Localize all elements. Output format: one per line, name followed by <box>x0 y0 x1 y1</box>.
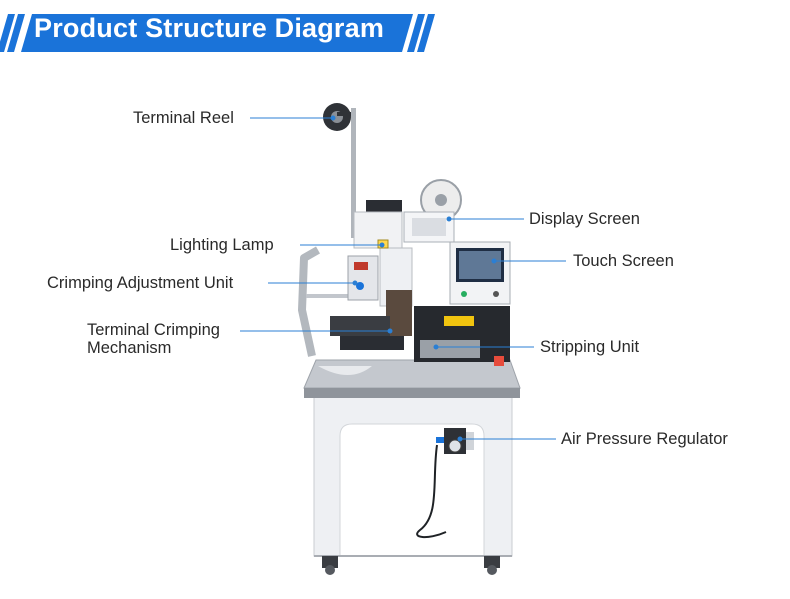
label-air-pressure-regulator: Air Pressure Regulator <box>561 430 728 448</box>
label-display-screen: Display Screen <box>529 210 640 228</box>
air-hose <box>416 444 447 538</box>
banner-stripe-left-1 <box>0 14 15 52</box>
banner-stripe-right-1 <box>407 14 425 52</box>
banner-stripe-left-2 <box>7 14 25 52</box>
banner-body <box>21 14 413 52</box>
caster-wheels <box>322 556 500 575</box>
label-terminal-crimping-line2: Mechanism <box>87 339 172 357</box>
wire-guide-frame <box>298 246 320 357</box>
air-pressure-regulator <box>436 428 474 454</box>
label-touch-screen: Touch Screen <box>573 252 674 270</box>
stripping-unit <box>414 306 510 366</box>
display-screen-unit <box>403 179 462 243</box>
page-title: Product Structure Diagram <box>34 13 385 43</box>
table-top <box>303 359 521 398</box>
label-lighting-lamp: Lighting Lamp <box>170 236 274 254</box>
touch-screen-unit <box>449 241 511 305</box>
label-terminal-reel: Terminal Reel <box>133 109 234 127</box>
label-terminal-crimping-line1: Terminal Crimping <box>87 321 220 339</box>
title-banner <box>0 14 435 52</box>
label-stripping-unit: Stripping Unit <box>540 338 640 356</box>
label-crimping-adjustment-unit: Crimping Adjustment Unit <box>47 274 234 292</box>
banner-stripe-right-2 <box>417 14 435 52</box>
